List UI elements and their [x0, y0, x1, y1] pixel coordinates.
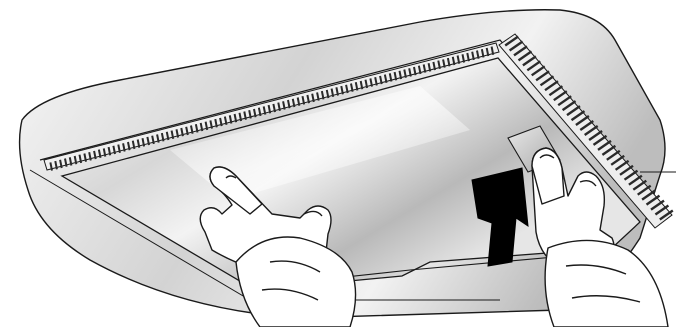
right-sleeve	[545, 240, 668, 327]
